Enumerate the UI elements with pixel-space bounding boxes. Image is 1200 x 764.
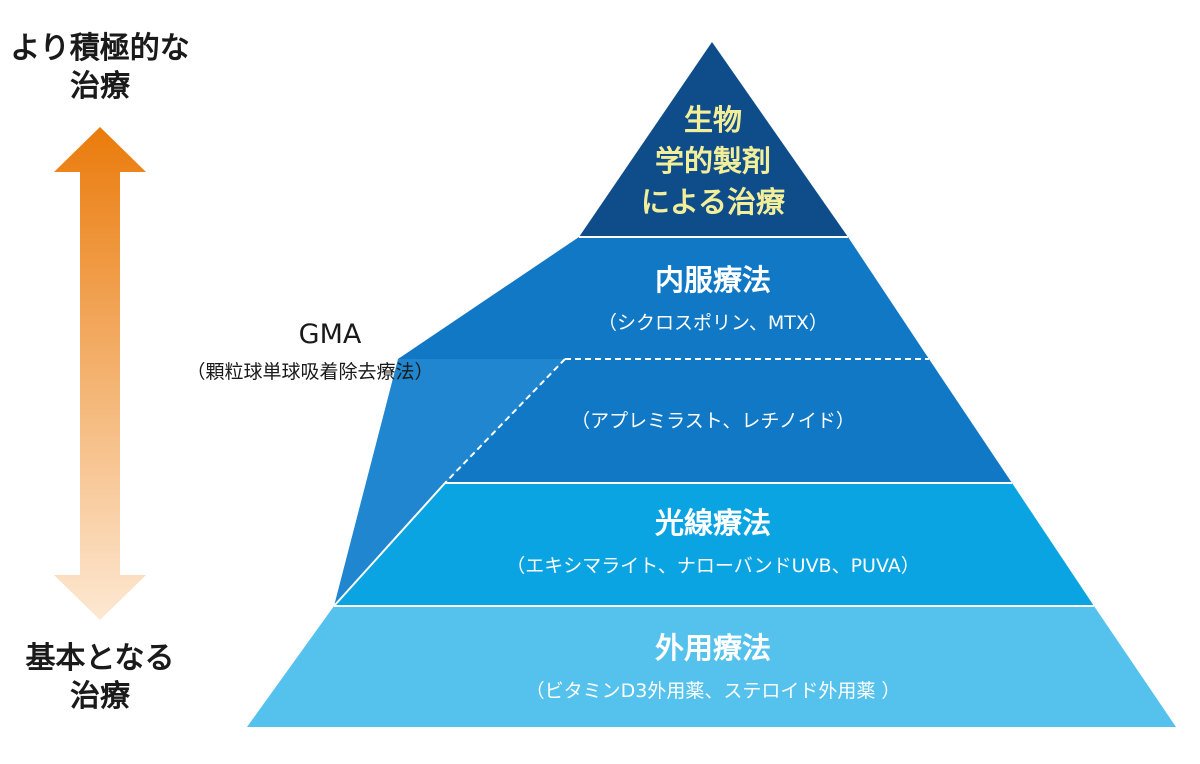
gma-subtitle: （顆粒球単球吸着除去療法） xyxy=(186,361,434,383)
double-arrow-icon xyxy=(54,127,146,620)
gma-title: GMA xyxy=(298,319,362,350)
topical-subtitle: （ビタミンD3外用薬、ステロイド外用薬 ） xyxy=(525,680,901,702)
tier-apex xyxy=(579,42,848,237)
dashed-divider-gma xyxy=(444,358,566,484)
top-axis-label-line1: より積極的な xyxy=(10,31,190,66)
separator-gma-diagonal xyxy=(333,482,446,607)
apex-label-line2: 学的製剤 xyxy=(654,144,771,179)
tier-phototherapy xyxy=(334,483,1094,606)
oral-subtitle: （シクロスポリン、MTX） xyxy=(598,312,828,334)
apex-label: 生物 学的製剤 による治療 xyxy=(613,100,813,224)
bottom-axis-label: 基本となる 治療 xyxy=(0,640,200,715)
tier-oral xyxy=(398,237,929,359)
phototherapy-subtitle: （エキシマライト、ナローバンドUVB、PUVA） xyxy=(506,555,920,577)
oral-title: 内服療法 xyxy=(654,263,771,297)
oral-new-subtitle: （アプレミラスト、レチノイド） xyxy=(571,410,855,432)
tier-gma-band xyxy=(334,359,565,606)
bottom-axis-label-line2: 治療 xyxy=(70,678,130,714)
tier-topical xyxy=(247,606,1176,727)
tier-oral-new xyxy=(445,359,1012,483)
bottom-axis-label-line1: 基本となる xyxy=(25,641,175,676)
top-axis-label-line2: 治療 xyxy=(70,68,130,104)
apex-label-line3: による治療 xyxy=(640,185,786,220)
topical-title: 外用療法 xyxy=(654,631,771,665)
top-axis-label: より積極的な 治療 xyxy=(0,30,200,105)
phototherapy-title: 光線療法 xyxy=(654,506,771,540)
apex-label-line1: 生物 xyxy=(683,103,742,137)
